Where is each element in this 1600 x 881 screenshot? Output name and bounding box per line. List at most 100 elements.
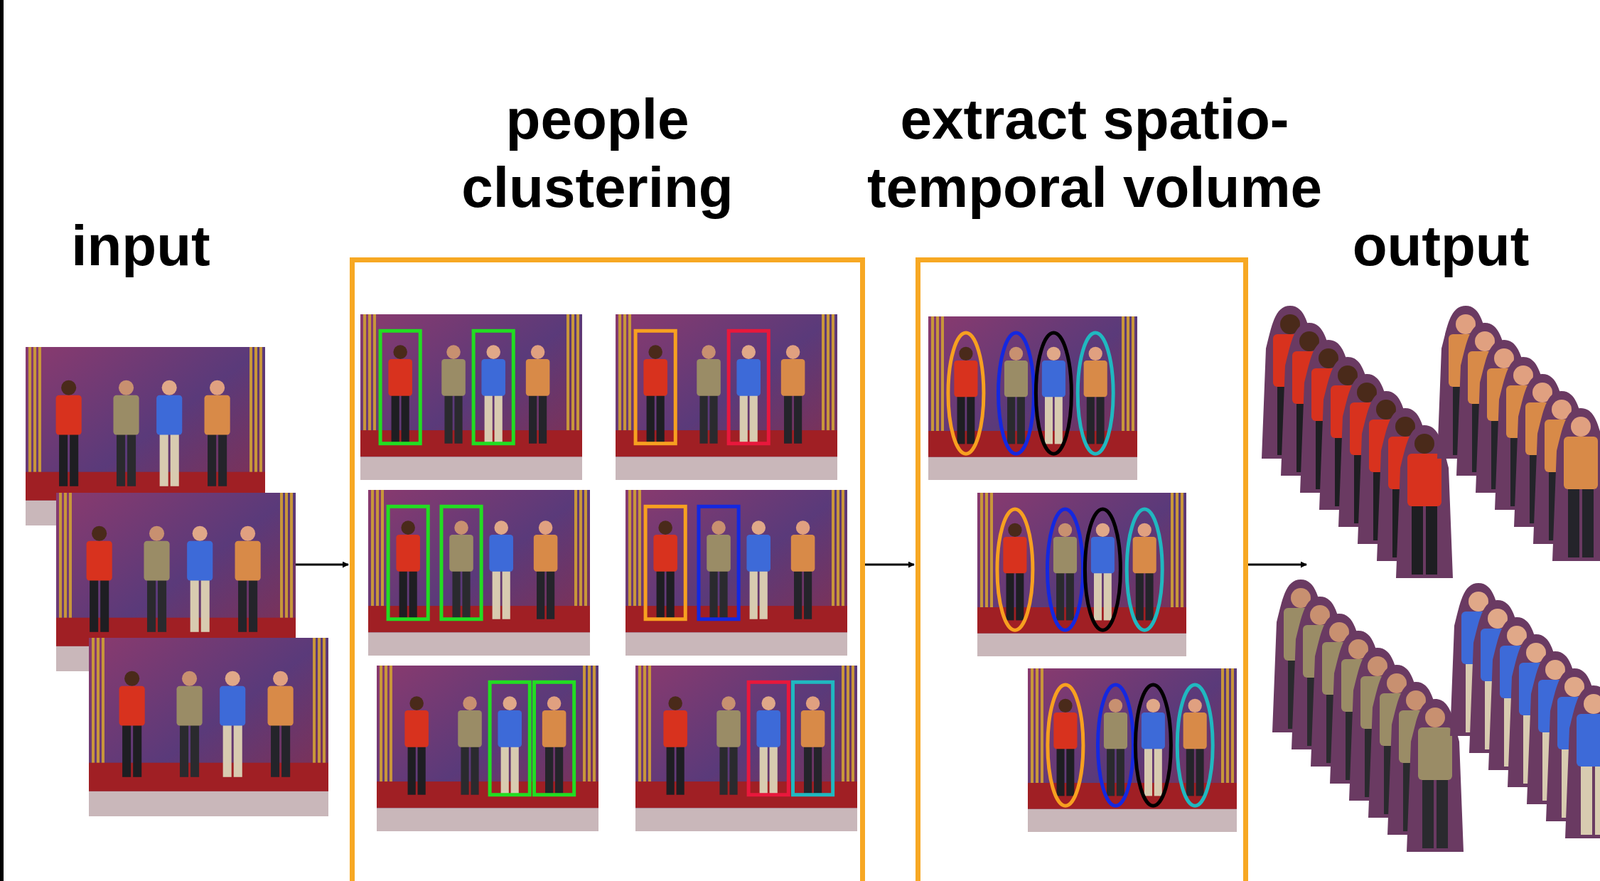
cluster-box xyxy=(473,330,514,443)
volume-outline xyxy=(1047,508,1083,630)
curtain-stripe xyxy=(28,346,32,476)
curtain-stripe xyxy=(638,665,642,785)
person-leg xyxy=(1103,570,1112,620)
person-leg xyxy=(759,569,768,620)
person-leg xyxy=(1056,746,1065,796)
person-leg xyxy=(719,744,728,795)
person-torso xyxy=(1053,712,1077,749)
video-frame xyxy=(368,489,590,656)
cluster-box xyxy=(698,506,739,619)
person-head xyxy=(1570,416,1591,437)
curtain-stripe xyxy=(1226,668,1229,787)
person-head xyxy=(502,695,517,711)
volume-outline xyxy=(1047,684,1084,806)
curtain-stripe xyxy=(574,489,578,610)
person-leg xyxy=(555,744,563,795)
volume-outline xyxy=(1097,684,1134,806)
curtain-stripe xyxy=(285,492,288,622)
person-torso xyxy=(457,710,482,748)
person-torso xyxy=(1091,536,1115,573)
curtain-stripe xyxy=(584,489,588,610)
person-torso xyxy=(1083,360,1108,397)
curtain-stripe xyxy=(936,316,939,435)
person-torso xyxy=(716,710,741,748)
person-leg xyxy=(218,432,227,486)
person-leg xyxy=(170,432,180,486)
curtain-stripe xyxy=(841,665,845,785)
stage-heading: people clustering xyxy=(420,85,776,222)
person-head xyxy=(240,525,256,541)
curtain-stripe xyxy=(821,314,825,434)
curtain-stripe xyxy=(1040,668,1044,787)
cluster-box xyxy=(645,506,686,619)
curtain-stripe xyxy=(990,492,993,611)
cluster-box xyxy=(489,681,530,794)
video-frame xyxy=(625,489,848,656)
stage-front xyxy=(625,631,848,656)
person-head xyxy=(454,520,469,535)
person-leg xyxy=(1086,394,1095,444)
person-torso xyxy=(481,358,506,396)
video-frame xyxy=(88,637,329,816)
person-leg xyxy=(147,577,156,632)
person-leg xyxy=(494,393,503,444)
curtain-stripe xyxy=(384,665,388,785)
person-leg xyxy=(1436,776,1448,848)
person-leg xyxy=(452,569,460,620)
person-head xyxy=(409,695,424,711)
person-torso xyxy=(119,685,146,726)
frame-background xyxy=(360,314,583,480)
person-leg xyxy=(749,569,758,620)
person-leg xyxy=(646,393,655,444)
person-head xyxy=(711,520,726,535)
person-leg xyxy=(666,744,675,795)
curtain-stripe xyxy=(1030,668,1034,787)
cluster-box xyxy=(380,330,421,443)
person-head xyxy=(1007,523,1022,537)
person-head xyxy=(1108,698,1123,713)
curtain-stripe xyxy=(648,665,652,785)
person-leg xyxy=(207,432,217,486)
person-head xyxy=(486,344,501,359)
volume-outline xyxy=(1126,508,1163,630)
volume-stack xyxy=(1450,582,1600,839)
person-leg xyxy=(1186,746,1195,796)
curtain-stripe xyxy=(571,314,575,434)
curtain-stripe xyxy=(1170,492,1174,611)
person-torso xyxy=(1183,712,1207,749)
person-leg xyxy=(1096,394,1105,444)
curtain-stripe xyxy=(579,489,583,610)
person-torso xyxy=(1563,436,1598,490)
curtain-stripe xyxy=(638,489,642,610)
person-torso xyxy=(388,358,413,396)
curtain-stripe xyxy=(280,492,283,622)
person-leg xyxy=(401,393,410,444)
person-torso xyxy=(781,358,806,396)
person-leg xyxy=(769,744,778,795)
person-leg xyxy=(501,744,509,795)
person-head xyxy=(1058,523,1072,537)
stage-front xyxy=(1027,808,1237,832)
stage-front xyxy=(635,807,858,831)
person-leg xyxy=(511,744,519,795)
person-head xyxy=(462,695,477,711)
curtain-stripe xyxy=(576,314,580,434)
person-head xyxy=(272,670,288,686)
curtain-stripe xyxy=(831,314,835,434)
stage-front xyxy=(376,807,599,831)
flow-arrow xyxy=(1245,563,1307,566)
curtain-stripe xyxy=(33,346,37,476)
person-head xyxy=(741,344,756,359)
person-torso xyxy=(186,540,213,581)
volume-stack xyxy=(1437,305,1600,561)
person-leg xyxy=(1425,503,1438,575)
curtain-stripe xyxy=(379,665,383,785)
person-leg xyxy=(803,744,812,795)
person-leg xyxy=(538,393,547,444)
person-leg xyxy=(190,577,200,632)
person-leg xyxy=(666,569,675,620)
curtain-stripe xyxy=(1175,492,1179,611)
curtain-stripe xyxy=(623,314,627,434)
person-leg xyxy=(709,393,718,444)
frame-background xyxy=(1027,668,1237,832)
